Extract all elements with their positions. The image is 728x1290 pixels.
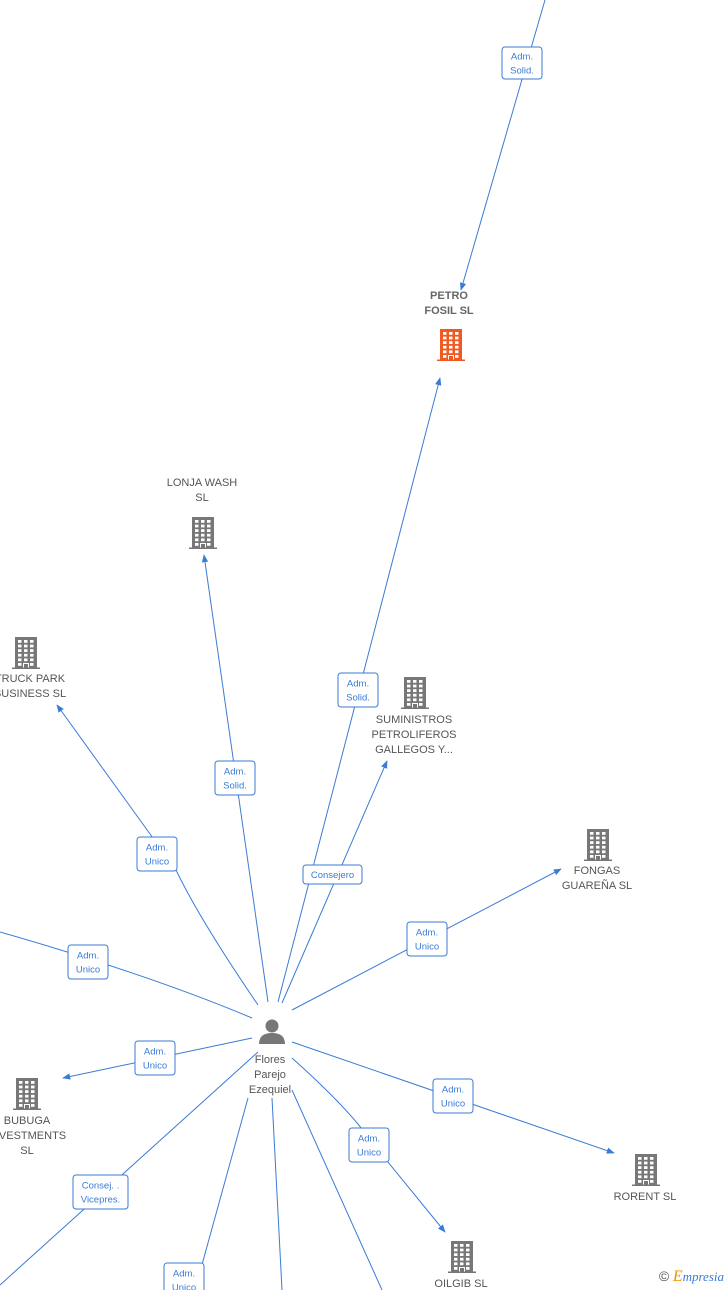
edge-label-box bbox=[348, 1127, 390, 1163]
building-icon bbox=[13, 1078, 41, 1110]
edge-label-text: Adm. bbox=[416, 928, 438, 939]
edge-label-text: Adm. bbox=[144, 1047, 166, 1058]
company-node-bubuga[interactable]: BUBUGA INVESTMENTS SL bbox=[0, 1078, 66, 1157]
building-icon bbox=[189, 517, 217, 549]
edge-label-box bbox=[432, 1078, 474, 1114]
building-icon bbox=[448, 1241, 476, 1273]
edge-label-text: Unico bbox=[357, 1148, 381, 1159]
edge-label-left[interactable]: Adm. Unico bbox=[67, 944, 109, 980]
company-name: FONGAS bbox=[574, 865, 620, 877]
building-icon bbox=[632, 1154, 660, 1186]
company-name: SL bbox=[20, 1145, 33, 1157]
edge-label-top[interactable]: Adm. Solid. bbox=[501, 46, 543, 80]
person-name: Parejo bbox=[254, 1069, 286, 1081]
edge-label-text: Unico bbox=[441, 1099, 465, 1110]
copyright-footer: © Empresia bbox=[659, 1268, 724, 1286]
edge-label-bubuga[interactable]: Adm. Unico bbox=[134, 1040, 176, 1076]
edge-bottom3 bbox=[291, 1089, 383, 1290]
edge-label-text: Adm. bbox=[347, 679, 369, 690]
person-name: Ezequiel bbox=[249, 1084, 291, 1096]
building-icon bbox=[584, 829, 612, 861]
edge-label-text: Adm. bbox=[146, 843, 168, 854]
person-icon bbox=[259, 1019, 285, 1044]
edge-label-text: Adm. bbox=[224, 767, 246, 778]
edge-label-box bbox=[337, 672, 379, 708]
edge-label-box bbox=[501, 46, 543, 80]
edge-label-box bbox=[72, 1174, 129, 1210]
brand-name: mpresia bbox=[682, 1269, 724, 1284]
edge-label-text: Solid. bbox=[346, 693, 370, 704]
edge-label-text: Vicepres. bbox=[81, 1195, 120, 1206]
company-name: OILGIB SL bbox=[434, 1278, 487, 1290]
company-name: LONJA WASH bbox=[167, 477, 238, 489]
edge-label-petro[interactable]: Adm. Solid. bbox=[337, 672, 379, 708]
company-name: PETRO bbox=[430, 290, 468, 302]
company-name: RORENT SL bbox=[614, 1191, 677, 1203]
company-node-truck[interactable]: TRUCK PARK BUSINESS SL bbox=[0, 637, 66, 700]
company-node-lonja[interactable]: LONJA WASH SL bbox=[167, 477, 238, 549]
edge-label-box bbox=[163, 1262, 205, 1290]
edge-label-rorent[interactable]: Adm. Unico bbox=[432, 1078, 474, 1114]
edge-bottom1 bbox=[194, 1097, 249, 1290]
company-name: BUBUGA bbox=[4, 1115, 51, 1127]
company-node-sumin[interactable]: SUMINISTROS PETROLIFEROS GALLEGOS Y... bbox=[372, 677, 457, 756]
edge-labels-layer: Adm.Solid.Adm.Solid.Adm.Solid.Adm.UnicoC… bbox=[67, 46, 543, 1290]
edge-label-truck[interactable]: Adm. Unico bbox=[136, 836, 178, 872]
edge-label-text: Unico bbox=[76, 965, 100, 976]
company-node-fongas[interactable]: FONGAS GUAREÑA SL bbox=[562, 829, 632, 892]
building-icon bbox=[401, 677, 429, 709]
edge-label-box bbox=[302, 864, 363, 885]
company-node-oilgib[interactable]: OILGIB SL bbox=[434, 1241, 488, 1290]
company-name: SUMINISTROS bbox=[376, 714, 452, 726]
company-name: TRUCK PARK bbox=[0, 673, 66, 685]
edge-label-text: Solid. bbox=[223, 781, 247, 792]
edge-label-text: Adm. bbox=[442, 1085, 464, 1096]
edge-label-text: Unico bbox=[415, 942, 439, 953]
edge-label-sumin[interactable]: Consejero bbox=[302, 864, 363, 885]
edge-label-text: Unico bbox=[145, 857, 169, 868]
edges-layer bbox=[0, 0, 615, 1290]
building-icon bbox=[12, 637, 40, 669]
company-name: GALLEGOS Y... bbox=[375, 744, 453, 756]
edge-bottom2 bbox=[271, 1097, 283, 1290]
company-node-petro[interactable]: PETRO FOSIL SL bbox=[424, 290, 474, 361]
edge-label-oilgib[interactable]: Adm. Unico bbox=[348, 1127, 390, 1163]
edge-label-text: Consej. . bbox=[82, 1181, 120, 1192]
person-name: Flores bbox=[255, 1054, 286, 1066]
company-name: BUSINESS SL bbox=[0, 688, 66, 700]
building-icon bbox=[437, 329, 465, 361]
nodes-layer: PETRO FOSIL SL LONJA WASH SL TRUCK PARK BUSIN… bbox=[0, 290, 676, 1290]
edge-top bbox=[459, 0, 546, 291]
company-name: SL bbox=[195, 492, 208, 504]
edge-truck bbox=[56, 704, 259, 1006]
company-name: GUAREÑA SL bbox=[562, 879, 632, 892]
edge-label-text: Unico bbox=[143, 1061, 167, 1072]
copyright-symbol: © bbox=[658, 1268, 670, 1284]
company-name: INVESTMENTS bbox=[0, 1130, 66, 1142]
edge-label-box bbox=[134, 1040, 176, 1076]
edge-left bbox=[0, 931, 253, 1019]
edge-lowleft bbox=[0, 1051, 259, 1286]
edge-label-text: Unico bbox=[172, 1283, 196, 1290]
edge-label-text: Consejero bbox=[311, 870, 354, 881]
edge-label-text: Adm. bbox=[358, 1134, 380, 1145]
edge-label-box bbox=[136, 836, 178, 872]
company-name: FOSIL SL bbox=[424, 305, 474, 317]
edge-label-fongas[interactable]: Adm. Unico bbox=[406, 921, 448, 957]
edge-label-text: Adm. bbox=[511, 52, 533, 63]
edge-label-lonja[interactable]: Adm. Solid. bbox=[214, 760, 256, 796]
edge-label-box bbox=[67, 944, 109, 980]
company-node-rorent[interactable]: RORENT SL bbox=[614, 1154, 677, 1203]
company-name: PETROLIFEROS bbox=[372, 729, 457, 741]
edge-label-text: Adm. bbox=[77, 951, 99, 962]
edge-label-text: Solid. bbox=[510, 66, 534, 77]
edge-label-box bbox=[214, 760, 256, 796]
edge-label-bottom1[interactable]: Adm. Unico bbox=[163, 1262, 205, 1290]
edge-label-text: Adm. bbox=[173, 1269, 195, 1280]
brand-initial: E bbox=[672, 1268, 683, 1285]
edge-label-box bbox=[406, 921, 448, 957]
edge-label-lowleft[interactable]: Consej. . Vicepres. bbox=[72, 1174, 129, 1210]
